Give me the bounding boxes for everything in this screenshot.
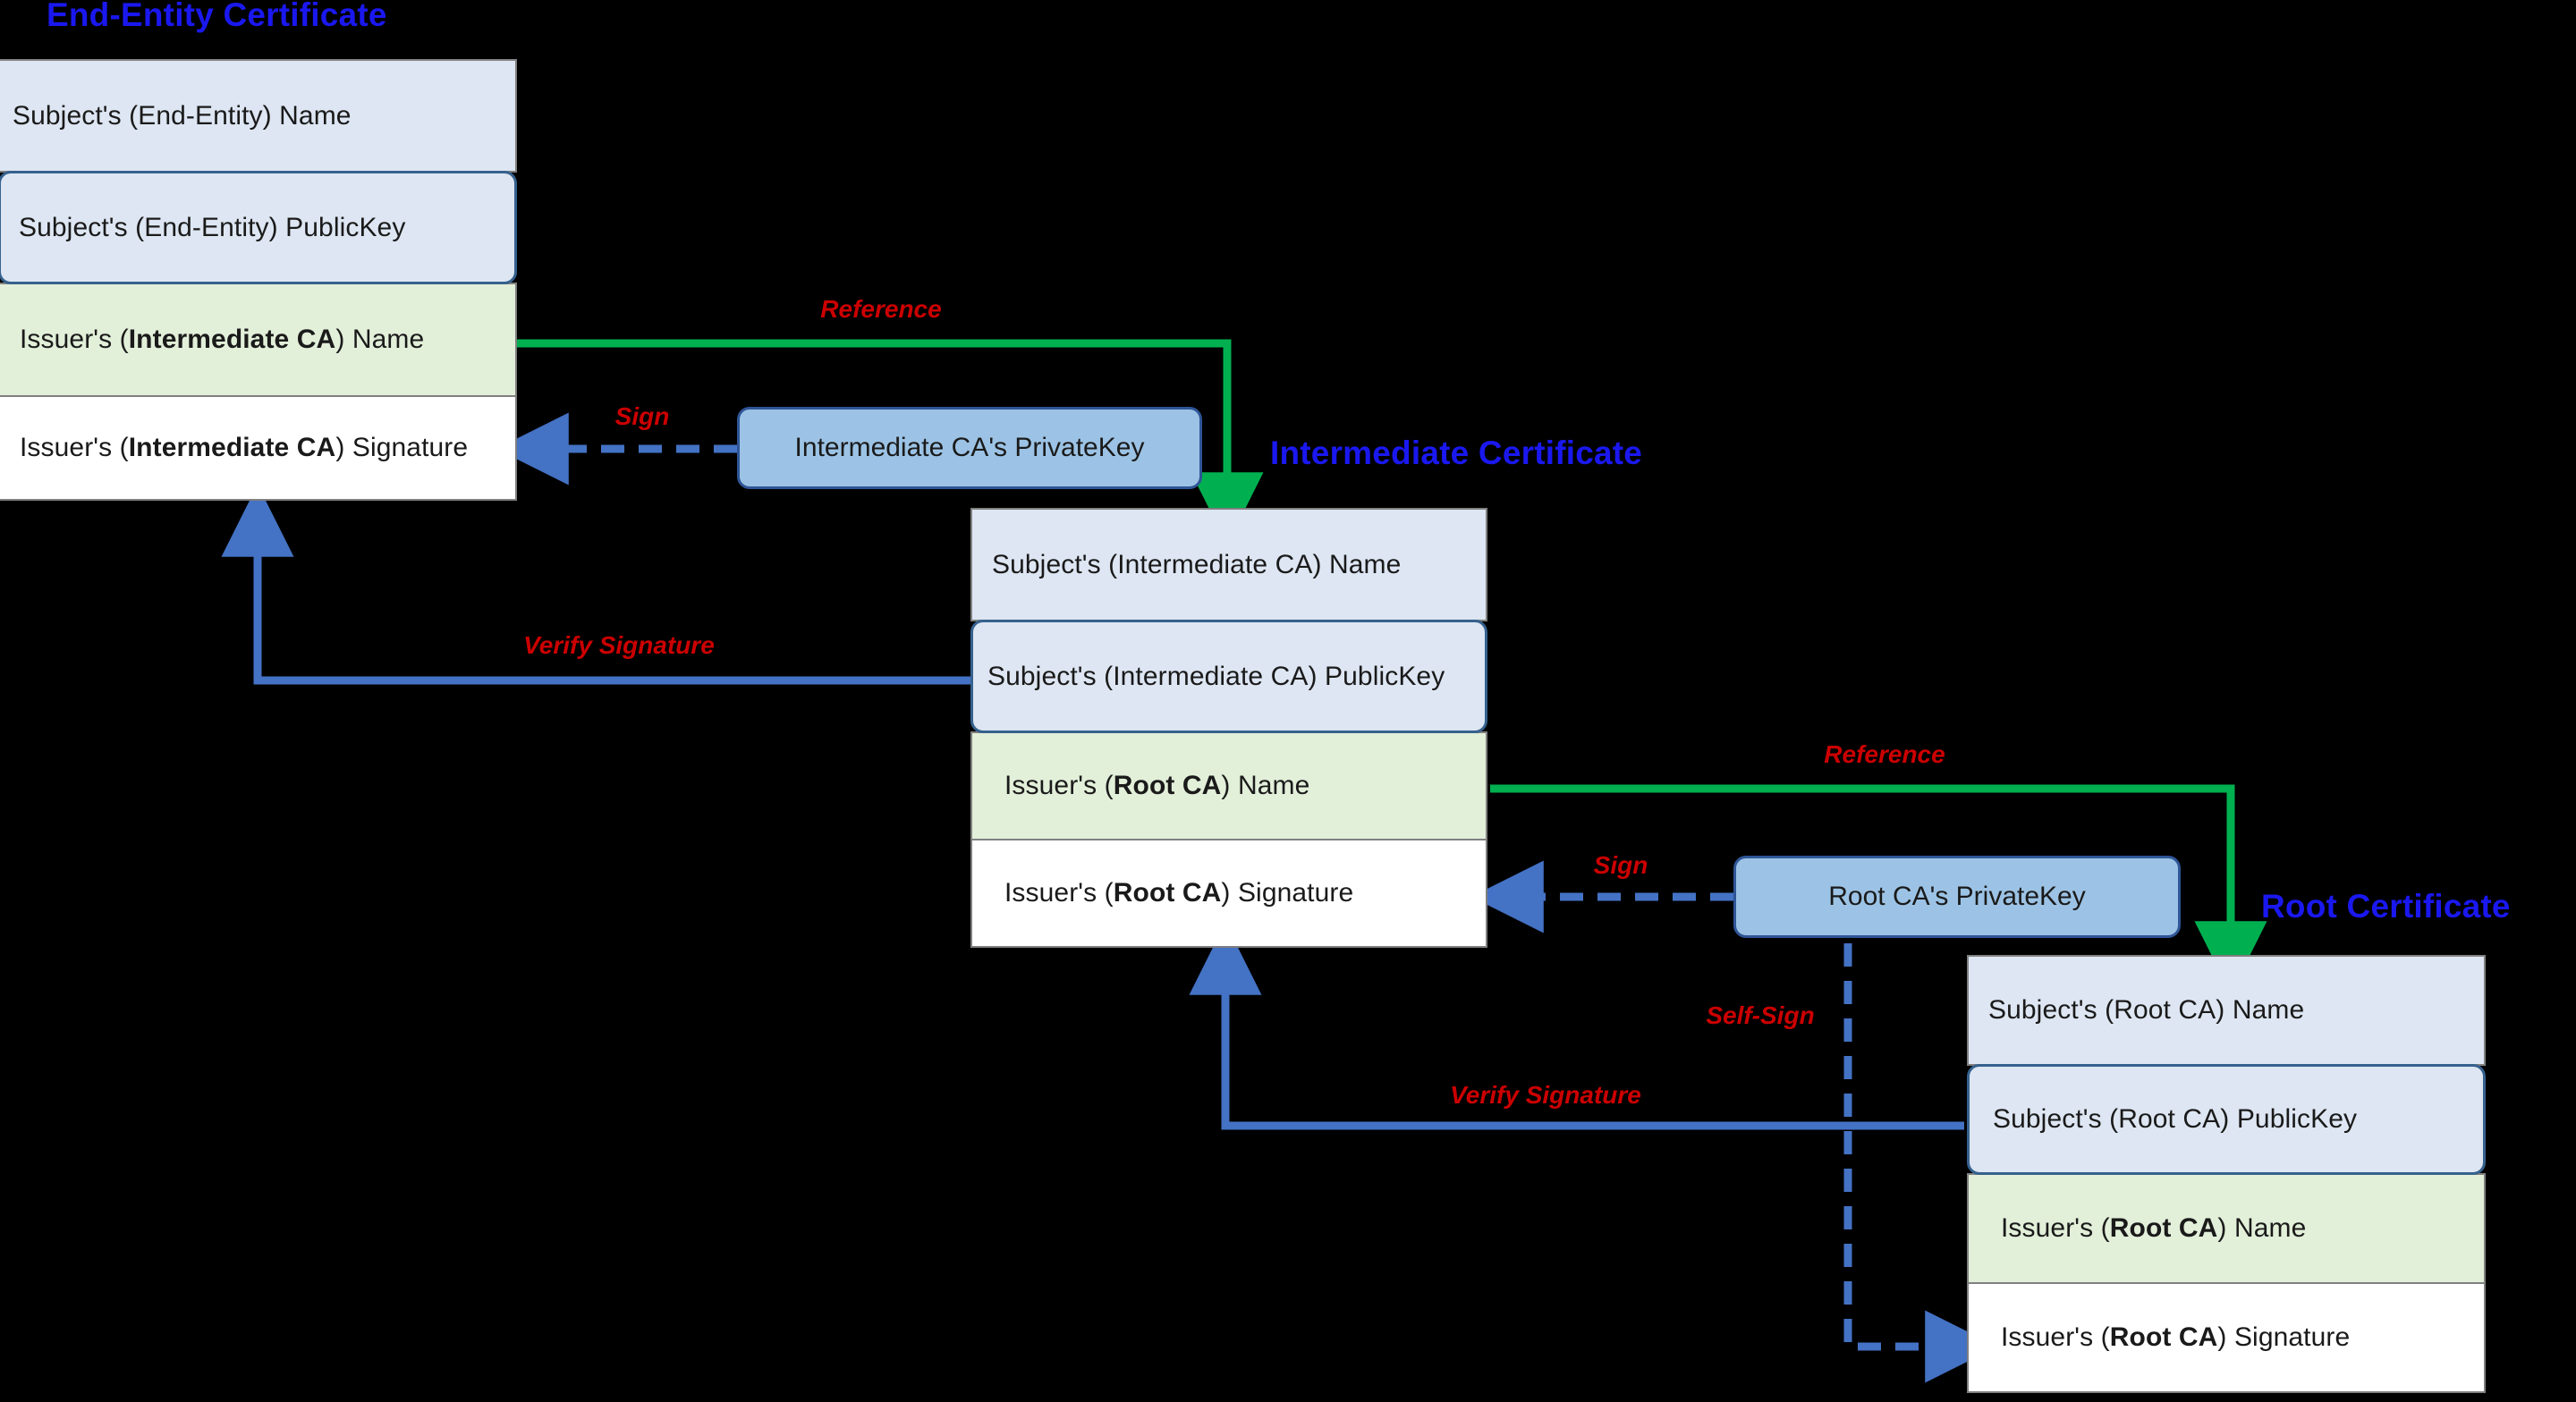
edge-label-sign-2: Sign	[1593, 851, 1648, 879]
issuer-sig-suffix: ) Signature	[335, 433, 469, 462]
issuer-sig-prefix: Issuer's (	[20, 433, 129, 462]
issuer-sig-suffix: ) Signature	[1221, 878, 1354, 908]
issuer-sig-bold: Root CA	[2109, 1322, 2218, 1352]
edge-label-reference-1: Reference	[820, 295, 942, 323]
title-root-certificate: Root Certificate	[2261, 888, 2511, 925]
cert-row-issuer-name: Issuer's (Intermediate CA) Name	[0, 283, 517, 397]
title-intermediate-certificate: Intermediate Certificate	[1270, 435, 1643, 471]
edge-label-verify-signature-2: Verify Signature	[1450, 1081, 1641, 1109]
cert-row-subject-name: Subject's (Root CA) Name	[1967, 955, 2486, 1066]
issuer-name-prefix: Issuer's (	[1004, 771, 1114, 800]
cert-row-subject-name: Subject's (End-Entity) Name	[0, 59, 517, 173]
cert-row-subject-publickey: Subject's (Root CA) PublicKey	[1967, 1064, 2486, 1175]
key-pill-intermediate-ca-privatekey: Intermediate CA's PrivateKey	[737, 407, 1202, 489]
certificate-card-end-entity: Subject's (End-Entity) Name Subject's (E…	[0, 59, 517, 501]
edge-self-sign	[1843, 943, 1998, 1383]
cert-row-issuer-signature: Issuer's (Root CA) Signature	[970, 839, 1487, 948]
certificate-card-root: Subject's (Root CA) Name Subject's (Root…	[1967, 955, 2486, 1393]
edge-label-sign-1: Sign	[614, 402, 670, 430]
issuer-name-suffix: ) Name	[1221, 771, 1310, 800]
edge-label-verify-signature-1: Verify Signature	[523, 631, 715, 659]
key-pill-root-ca-privatekey: Root CA's PrivateKey	[1733, 856, 2181, 938]
title-end-entity-certificate: End-Entity Certificate	[47, 0, 387, 33]
issuer-sig-bold: Intermediate CA	[128, 433, 336, 462]
edge-label-self-sign: Self-Sign	[1706, 1001, 1815, 1029]
issuer-name-suffix: ) Name	[2217, 1213, 2307, 1243]
issuer-sig-bold: Root CA	[1113, 878, 1222, 908]
cert-row-subject-publickey: Subject's (End-Entity) PublicKey	[0, 171, 517, 284]
issuer-name-bold: Intermediate CA	[128, 325, 336, 354]
issuer-sig-suffix: ) Signature	[2217, 1322, 2351, 1352]
cert-row-issuer-name: Issuer's (Root CA) Name	[970, 731, 1487, 840]
cert-row-subject-name: Subject's (Intermediate CA) Name	[970, 508, 1487, 621]
cert-row-issuer-signature: Issuer's (Intermediate CA) Signature	[0, 395, 517, 501]
cert-row-subject-publickey: Subject's (Intermediate CA) PublicKey	[970, 620, 1487, 733]
issuer-sig-prefix: Issuer's (	[2001, 1322, 2110, 1352]
certificate-card-intermediate: Subject's (Intermediate CA) Name Subject…	[970, 508, 1487, 948]
edge-label-reference-2: Reference	[1824, 740, 1945, 768]
cert-row-issuer-name: Issuer's (Root CA) Name	[1967, 1173, 2486, 1284]
issuer-name-suffix: ) Name	[335, 325, 425, 354]
issuer-name-prefix: Issuer's (	[2001, 1213, 2110, 1243]
issuer-name-bold: Root CA	[2109, 1213, 2218, 1243]
issuer-sig-prefix: Issuer's (	[1004, 878, 1114, 908]
issuer-name-bold: Root CA	[1113, 771, 1222, 800]
issuer-name-prefix: Issuer's (	[20, 325, 129, 354]
cert-row-issuer-signature: Issuer's (Root CA) Signature	[1967, 1282, 2486, 1393]
